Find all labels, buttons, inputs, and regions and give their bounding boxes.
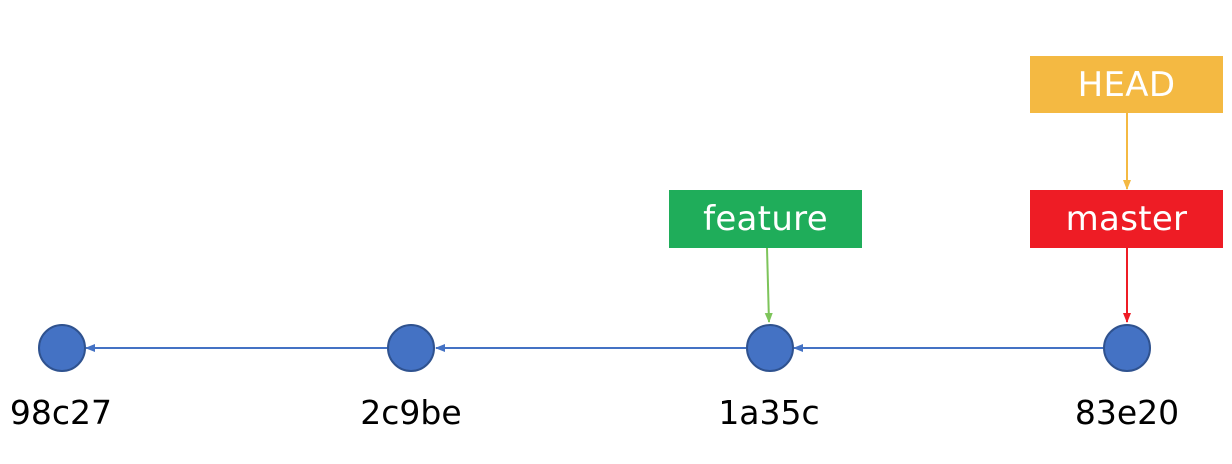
head-ref-label: HEAD xyxy=(1077,64,1176,105)
commit-node-1a35c xyxy=(746,324,794,372)
feature-ref-box xyxy=(669,190,862,248)
head-ref-box xyxy=(1030,56,1223,113)
commit-hash-label: 1a35c xyxy=(718,393,820,432)
feature-branch-label: feature xyxy=(703,199,828,239)
commit-node-2c9be xyxy=(387,324,435,372)
commit-hash-label: 98c27 xyxy=(9,393,113,432)
commit-hash-label: 2c9be xyxy=(360,393,462,432)
commit-node-83e20 xyxy=(1103,324,1151,372)
commit-node-98c27 xyxy=(38,324,86,372)
feature-pointer-arrow xyxy=(764,247,773,323)
commit-hash-label: 83e20 xyxy=(1074,393,1180,432)
master-ref-box xyxy=(1030,190,1223,248)
master-branch-label: master xyxy=(1065,199,1188,239)
